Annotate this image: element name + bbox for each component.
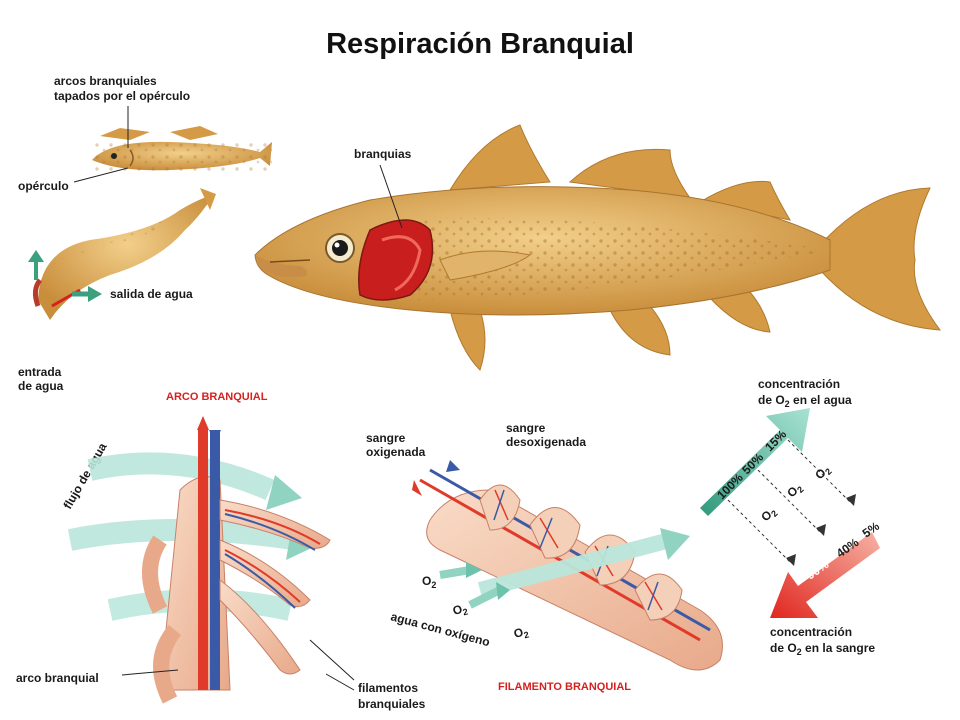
label-entrada-line2: de agua — [18, 379, 64, 393]
label-sangre-desoxigenada-line1: sangre — [506, 421, 546, 435]
small-fish-illustration — [92, 126, 272, 172]
label-branquias: branquias — [354, 147, 412, 161]
label-o2-1: O2 — [422, 574, 436, 590]
water-in-arrowhead — [28, 250, 44, 262]
label-filamentos-line1: filamentos — [358, 681, 418, 695]
oxygen-transfer-arrows — [727, 439, 856, 566]
label-o2-transfer-1: O2 — [758, 504, 779, 525]
page-title: Respiración Branquial — [326, 28, 634, 60]
label-filamentos-line2: branquiales — [358, 697, 426, 711]
label-arcos-line2: tapados por el opérculo — [54, 89, 190, 103]
gill-arch-illustration — [67, 416, 331, 704]
curved-fish-illustration — [32, 188, 216, 320]
label-o2-3: O2 — [512, 624, 530, 643]
label-o2-transfer-3: O2 — [812, 462, 833, 483]
label-filamento-title: FILAMENTO BRANQUIAL — [498, 681, 631, 693]
label-blood-pct-5: 5% — [860, 519, 883, 541]
label-sangre-oxigenada-line2: oxigenada — [366, 445, 426, 459]
label-operculo: opérculo — [18, 179, 69, 193]
diagram-canvas: arcos branquiales tapados por el opércul… — [16, 74, 942, 711]
label-o2-transfer-2: O2 — [784, 480, 805, 501]
label-entrada-line1: entrada — [18, 365, 62, 379]
water-out-arrowhead — [88, 286, 102, 302]
label-sangre-oxigenada-line1: sangre — [366, 431, 406, 445]
label-arco-branquial-title: ARCO BRANQUIAL — [166, 391, 268, 403]
big-fish-illustration — [254, 124, 942, 371]
label-sangre-desoxigenada-line2: desoxigenada — [506, 435, 586, 449]
label-conc-sangre-line2: de O2 en la sangre — [770, 641, 875, 657]
label-conc-agua-line2: de O2 en el agua — [758, 393, 852, 409]
gill-filament-illustration — [412, 460, 723, 671]
blood-concentration-arrow — [770, 532, 880, 618]
label-conc-agua-line1: concentración — [758, 377, 840, 391]
label-salida-agua: salida de agua — [110, 287, 193, 301]
label-arcos-line1: arcos branquiales — [54, 74, 157, 88]
label-o2-2: O2 — [451, 601, 469, 620]
label-conc-sangre-line1: concentración — [770, 625, 852, 639]
water-concentration-arrow — [700, 408, 810, 516]
label-arco-branquial: arco branquial — [16, 671, 99, 685]
label-agua-con-oxigeno: agua con oxígeno — [389, 609, 491, 649]
